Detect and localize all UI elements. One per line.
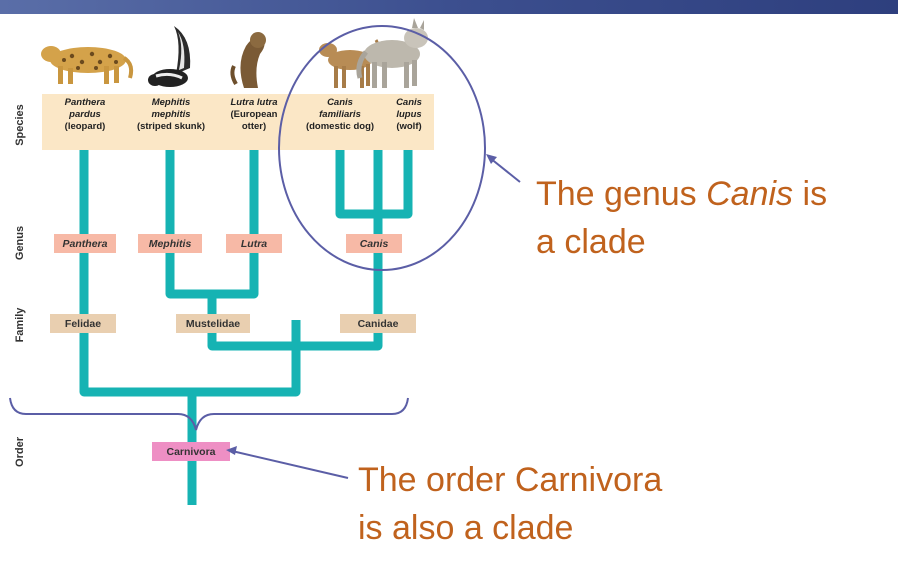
canis-arrow-line [490, 158, 520, 182]
callout-order-carnivora: The order Carnivora is also a clade [358, 456, 662, 552]
callout-order-carnivora-line2: is also a clade [358, 504, 662, 552]
carnivora-arrow-line [232, 451, 348, 478]
callout-genus-canis: The genus Canis is a clade [536, 170, 827, 266]
canis-clade-ellipse [279, 26, 485, 270]
callout-genus-canis-line2: a clade [536, 218, 827, 266]
callout-genus-canis-line1: The genus Canis is [536, 170, 827, 218]
callout-order-carnivora-line1: The order Carnivora [358, 456, 662, 504]
order-clade-brace [10, 398, 408, 430]
carnivora-arrow-head [226, 446, 237, 455]
